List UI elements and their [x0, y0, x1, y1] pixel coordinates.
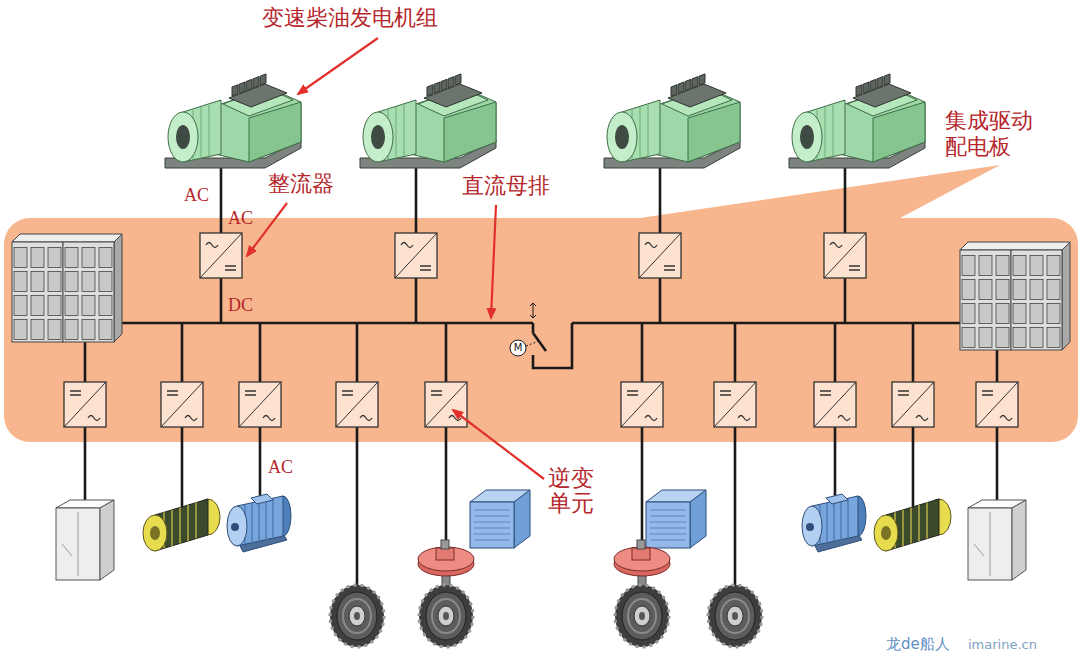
label-anchor: AC: [184, 186, 209, 206]
callout-arrows: [247, 38, 544, 479]
switchboard-cabinet: [960, 242, 1070, 350]
winch: [874, 499, 951, 551]
inverter-symbol: [976, 382, 1018, 427]
annotation-label: 直流母排: [462, 174, 550, 198]
propulsor-wheel: [330, 585, 384, 647]
electric-motor: [227, 494, 291, 552]
rectifier-symbol: [824, 233, 866, 278]
propulsion-motor-box: [646, 490, 706, 548]
annotation-label: 整流器: [268, 172, 334, 196]
label-anchor: 直流母排: [462, 174, 550, 198]
bus-tie-switch: [533, 323, 572, 368]
inverter-symbol: [161, 382, 203, 427]
label-anchor: 整流器: [268, 172, 334, 196]
inverter-symbol: [239, 382, 281, 427]
generator-feeders: [221, 168, 845, 323]
diesel-genset: [789, 74, 925, 168]
diesel-genset: [604, 74, 740, 168]
inverter-symbol: [714, 382, 756, 427]
label-anchor: AC: [268, 458, 293, 478]
propulsor-wheel: [419, 585, 473, 647]
dc-bus: [85, 322, 997, 325]
load-feeders: [85, 323, 997, 592]
distribution-cabinet: [56, 500, 114, 580]
pod-unit: [418, 540, 474, 592]
annotation-label: DC: [228, 296, 253, 316]
label-anchor: DC: [228, 296, 253, 316]
inverter-symbol: [892, 382, 934, 427]
leader-arrow: [491, 205, 496, 318]
inverter-symbol: [336, 382, 378, 427]
switch-actuator-link: [526, 341, 539, 346]
watermark: 龙de船人: [886, 636, 950, 653]
winch: [143, 499, 220, 551]
switch-motor-symbol: [510, 340, 526, 356]
switchboard-cabinet: [12, 234, 122, 342]
propulsion-motor-box: [470, 490, 530, 548]
inverter-symbol: [814, 382, 856, 427]
annotation-label: M: [510, 342, 526, 354]
propulsor-wheel: [615, 585, 669, 647]
annotation-label: AC: [184, 186, 209, 206]
label-anchor: 变速柴油发电机组: [262, 6, 438, 30]
label-anchor: imarine.cn: [968, 638, 1037, 652]
rectifier-symbol: [200, 233, 242, 278]
rectifier-symbol: [395, 233, 437, 278]
leader-arrow: [453, 410, 544, 479]
diesel-genset: [360, 74, 496, 168]
callout-label: 集成驱动配电板: [945, 108, 1037, 161]
annotation-label: 逆变单元: [548, 466, 598, 517]
switch-direction-arrow: [530, 303, 536, 318]
watermark: imarine.cn: [968, 638, 1037, 652]
inverter-symbol: [621, 382, 663, 427]
diesel-genset: [165, 74, 301, 168]
inverter-symbol: [64, 382, 106, 427]
label-anchor: 逆变单元: [548, 466, 598, 517]
leader-arrow: [298, 38, 378, 94]
propulsor-wheel: [708, 585, 762, 647]
label-anchor: 龙de船人: [886, 636, 950, 653]
band-shape: [4, 165, 1078, 442]
label-anchor: M: [510, 342, 526, 354]
annotation-label: AC: [228, 209, 253, 229]
label-anchor: AC: [228, 209, 253, 229]
power-wires: [85, 168, 997, 592]
distribution-cabinet: [968, 500, 1026, 580]
annotation-label: 变速柴油发电机组: [262, 6, 438, 30]
pod-unit: [614, 540, 670, 592]
electric-motor: [802, 494, 866, 552]
rectifier-symbol: [639, 233, 681, 278]
annotation-label: AC: [268, 458, 293, 478]
inverter-symbol: [425, 382, 467, 427]
